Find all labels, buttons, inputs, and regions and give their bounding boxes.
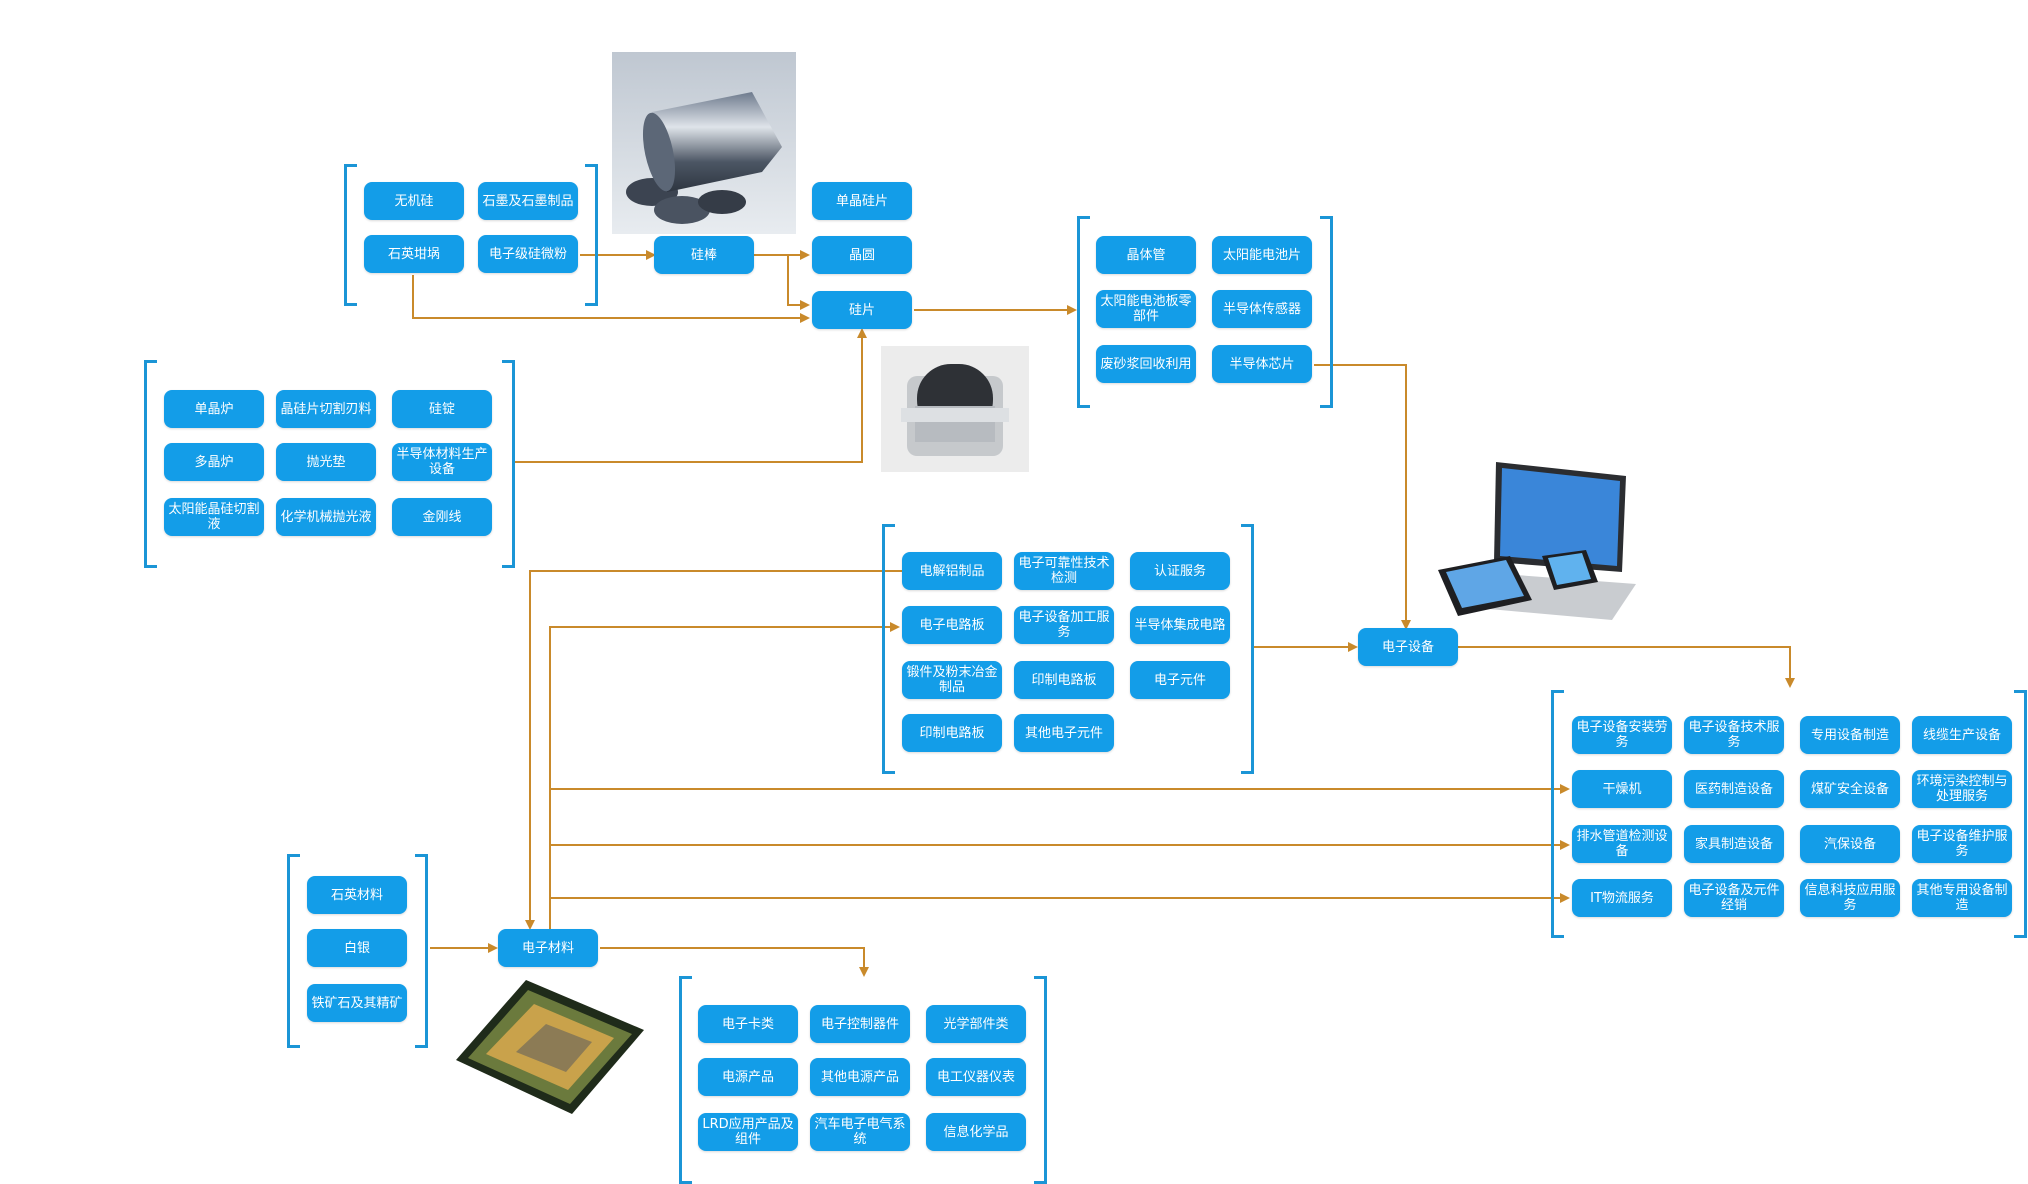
node-diangong-yiqi[interactable]: 电工仪器仪表 xyxy=(926,1058,1026,1096)
arrow-equipment-to-guipian xyxy=(515,328,867,463)
node-shiying-cailiao[interactable]: 石英材料 xyxy=(307,876,407,914)
node-paishui-jiance[interactable]: 排水管道检测设备 xyxy=(1572,825,1672,863)
node-it-wuliu[interactable]: IT物流服务 xyxy=(1572,879,1672,917)
node-qibao-shebei[interactable]: 汽保设备 xyxy=(1800,825,1900,863)
bracket xyxy=(415,854,428,1048)
cpu-chip-photo xyxy=(456,980,644,1114)
node-yinzhi-dianluban-1[interactable]: 印制电路板 xyxy=(1014,661,1114,699)
arrow-materials-to-products xyxy=(600,947,869,977)
bracket xyxy=(144,360,157,568)
node-jingtiguan[interactable]: 晶体管 xyxy=(1096,236,1196,274)
node-danjinggui[interactable]: 单晶硅片 xyxy=(812,182,912,220)
node-dianjielv[interactable]: 电解铝制品 xyxy=(902,552,1002,590)
laptop-tablet-phone-photo xyxy=(1438,462,1636,620)
node-duanjian-fenmo[interactable]: 锻件及粉末冶金制品 xyxy=(902,661,1002,699)
node-qita-yuanjian[interactable]: 其他电子元件 xyxy=(1014,714,1114,752)
node-baiyin[interactable]: 白银 xyxy=(307,929,407,967)
bracket xyxy=(1551,690,1564,938)
node-shebei-anzhuang[interactable]: 电子设备安装劳务 xyxy=(1572,716,1672,754)
node-jingangxian[interactable]: 金刚线 xyxy=(392,498,492,536)
node-guipian[interactable]: 硅片 xyxy=(812,291,912,329)
node-qiche-dianqi[interactable]: 汽车电子电气系统 xyxy=(810,1113,910,1151)
node-shebei-jiagong[interactable]: 电子设备加工服务 xyxy=(1014,606,1114,644)
arrow-ganguo-to-guipian xyxy=(412,275,810,323)
node-paoguangdian[interactable]: 抛光垫 xyxy=(276,443,376,481)
arrow-spine xyxy=(549,622,900,948)
node-danjinglu[interactable]: 单晶炉 xyxy=(164,390,264,428)
bracket xyxy=(1034,976,1047,1184)
node-duojinglu[interactable]: 多晶炉 xyxy=(164,443,264,481)
node-ganzaoji[interactable]: 干燥机 xyxy=(1572,770,1672,808)
arrow-chip-to-device xyxy=(1314,364,1411,630)
bracket xyxy=(1241,524,1254,774)
arrow-device-to-services xyxy=(1458,646,1795,688)
node-qita-dianyuan[interactable]: 其他电源产品 xyxy=(810,1058,910,1096)
node-xinxi-huaxue[interactable]: 信息化学品 xyxy=(926,1113,1026,1151)
node-tiekuangshi[interactable]: 铁矿石及其精矿 xyxy=(307,984,407,1022)
bracket xyxy=(882,524,895,774)
node-bandaoti-xinpian[interactable]: 半导体芯片 xyxy=(1212,345,1312,383)
node-shebei-jishu[interactable]: 电子设备技术服务 xyxy=(1684,716,1784,754)
node-yiyao-shebei[interactable]: 医药制造设备 xyxy=(1684,770,1784,808)
arrow-aluminium-to-materials xyxy=(525,570,902,930)
bracket xyxy=(1077,216,1090,408)
bracket xyxy=(1320,216,1333,408)
node-jingyuan[interactable]: 晶圆 xyxy=(812,236,912,274)
node-jiaju-shebei[interactable]: 家具制造设备 xyxy=(1684,825,1784,863)
bracket xyxy=(287,854,300,1048)
node-guiweifen[interactable]: 电子级硅微粉 xyxy=(478,235,578,273)
node-yinzhi-dianluban-2[interactable]: 印制电路板 xyxy=(902,714,1002,752)
node-dianyuan-chanpin[interactable]: 电源产品 xyxy=(698,1058,798,1096)
silicon-ingot-photo xyxy=(612,52,796,234)
bracket xyxy=(585,164,598,306)
bracket xyxy=(502,360,515,568)
node-feishajiang[interactable]: 废砂浆回收利用 xyxy=(1096,345,1196,383)
node-wujigui[interactable]: 无机硅 xyxy=(364,182,464,220)
node-taiyangneng-qiegeye[interactable]: 太阳能晶硅切割液 xyxy=(164,498,264,536)
node-taiyangneng-lingbujian[interactable]: 太阳能电池板零部件 xyxy=(1096,290,1196,328)
bracket xyxy=(679,976,692,1184)
wafer-cassette-photo xyxy=(881,346,1029,472)
node-taiyangneng-dianchipian[interactable]: 太阳能电池片 xyxy=(1212,236,1312,274)
node-shebei-weihu[interactable]: 电子设备维护服务 xyxy=(1912,825,2012,863)
node-huanjing-wuran[interactable]: 环境污染控制与处理服务 xyxy=(1912,770,2012,808)
node-jicheng-dianlu[interactable]: 半导体集成电路 xyxy=(1130,606,1230,644)
node-zhuanyong-zhizao[interactable]: 专用设备制造 xyxy=(1800,716,1900,754)
node-dianzi-shebei[interactable]: 电子设备 xyxy=(1358,628,1458,666)
node-huaxue-paoguangye[interactable]: 化学机械抛光液 xyxy=(276,498,376,536)
node-bandaoti-chuanganqi[interactable]: 半导体传感器 xyxy=(1212,290,1312,328)
bracket xyxy=(2014,690,2027,938)
node-guibang[interactable]: 硅棒 xyxy=(654,236,754,274)
node-shebei-jingxiao[interactable]: 电子设备及元件经销 xyxy=(1684,879,1784,917)
node-shiying-ganguo[interactable]: 石英坩埚 xyxy=(364,235,464,273)
node-kongzhi-qijian[interactable]: 电子控制器件 xyxy=(810,1005,910,1043)
node-shimo[interactable]: 石墨及石墨制品 xyxy=(478,182,578,220)
node-dianzi-cailiao[interactable]: 电子材料 xyxy=(498,929,598,967)
node-guangxue-bujian[interactable]: 光学部件类 xyxy=(926,1005,1026,1043)
node-lrd-chanpin[interactable]: LRD应用产品及组件 xyxy=(698,1113,798,1151)
bracket xyxy=(344,164,357,306)
node-xinxi-keji[interactable]: 信息科技应用服务 xyxy=(1800,879,1900,917)
node-qiege-renliao[interactable]: 晶硅片切割刃料 xyxy=(276,390,376,428)
node-xianlan-shebei[interactable]: 线缆生产设备 xyxy=(1912,716,2012,754)
node-dianzi-dianluban[interactable]: 电子电路板 xyxy=(902,606,1002,644)
arrow-guibang-to-guipian xyxy=(787,255,810,310)
node-dianzi-yuanjian[interactable]: 电子元件 xyxy=(1130,661,1230,699)
node-renzheng[interactable]: 认证服务 xyxy=(1130,552,1230,590)
node-qita-zhuanyong[interactable]: 其他专用设备制造 xyxy=(1912,879,2012,917)
node-dianzi-kalei[interactable]: 电子卡类 xyxy=(698,1005,798,1043)
node-bandaoti-cailiao-shebei[interactable]: 半导体材料生产设备 xyxy=(392,443,492,481)
node-meikuang-shebei[interactable]: 煤矿安全设备 xyxy=(1800,770,1900,808)
node-guiding[interactable]: 硅锭 xyxy=(392,390,492,428)
node-kekaoxing-jiance[interactable]: 电子可靠性技术检测 xyxy=(1014,552,1114,590)
